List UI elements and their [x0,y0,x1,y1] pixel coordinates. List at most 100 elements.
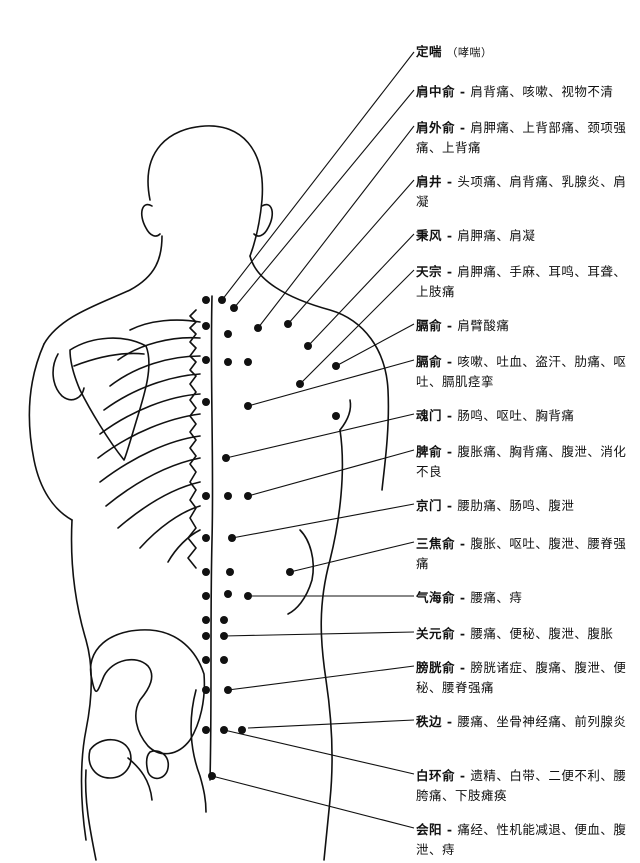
acupoint-dot [202,686,210,694]
acupoint-label: 气海俞 - 腰痛、痔 [416,588,636,608]
point-name: 天宗 [416,264,443,279]
acupoint-dot [226,568,234,576]
acupoint-dot [230,304,238,312]
acupoint-dot [332,412,340,420]
leader-line [287,179,415,325]
acupoint-dot [222,454,230,462]
separator: - [442,444,458,459]
point-indications: 肩胛痛、手麻、耳鸣、耳聋、上肢痛 [416,264,627,299]
leader-line [231,503,415,539]
leader-line [299,269,415,385]
leader-line [289,541,415,573]
acupoint-dot [224,590,232,598]
acupoint-label: 天宗 - 肩胛痛、手麻、耳鸣、耳聋、上肢痛 [416,262,636,302]
acupoint-label: 魂门 - 肠鸣、呕吐、胸背痛 [416,406,636,426]
separator: - [442,174,458,189]
acupoint-dot [202,492,210,500]
point-indications: 肩臂酸痛 [457,318,510,333]
acupoint-dot [244,358,252,366]
ribs [97,319,201,563]
acupoint-dot [202,656,210,664]
acupoint-label: 肩中俞 - 肩背痛、咳嗽、视物不清 [416,82,636,102]
acupoint-dot [220,616,228,624]
point-name: 三焦俞 [416,536,456,551]
point-indications: 咳嗽、吐血、盗汗、肋痛、呕吐、膈肌痉挛 [416,354,627,389]
right-ear [253,203,274,237]
neck-left [43,235,163,345]
point-indications: 腰痛、便秘、腹泄、腹胀 [470,626,614,641]
femur-shaft [84,769,97,861]
acupoint-label: 肩外俞 - 肩胛痛、上背部痛、颈项强痛、上背痛 [416,118,636,158]
point-name: 魂门 [416,408,443,423]
acupoint-dot [202,534,210,542]
right-side [320,429,344,861]
separator: - [442,264,458,279]
acupoint-dot [254,324,262,332]
point-indications: 腰痛、坐骨神经痛、前列腺炎 [457,714,627,729]
leader-line [225,413,415,459]
leader-line [335,323,415,367]
acupoint-dot [332,362,340,370]
point-name: 白环俞 [416,768,456,783]
leader-line [247,719,415,729]
point-indications: 痛经、性机能减退、便血、腹泄、痔 [416,822,627,857]
point-indications: 肩胛痛、肩凝 [457,228,536,243]
point-note: （哮喘） [446,46,493,59]
acupoint-dot [202,592,210,600]
left-arm [28,343,73,521]
acupoint-dot [286,568,294,576]
point-indications: 头项痛、肩背痛、乳腺炎、肩凝 [416,174,627,209]
acupoint-label: 三焦俞 - 腹胀、呕吐、腹泄、腰脊强痛 [416,534,636,574]
point-indications: 腰肋痛、肠鸣、腹泄 [457,498,575,513]
leader-line [221,51,415,301]
point-name: 膈俞 [416,354,443,369]
separator: - [442,318,458,333]
acupoint-dot [202,632,210,640]
left-ear [140,203,161,237]
acupoint-label: 膈俞 - 肩臂酸痛 [416,316,636,336]
leader-line [211,775,415,829]
acupoint-label: 关元俞 - 腰痛、便秘、腹泄、腹胀 [416,624,636,644]
acupoint-dot [202,296,210,304]
acupoint-dot [220,656,228,664]
acupoint-dot [224,358,232,366]
acupoint-dot [202,616,210,624]
point-indications: 膀胱诸症、腹痛、腹泄、便秘、腰脊强痛 [416,660,627,695]
point-name: 肩井 [416,174,443,189]
acupoint-label: 脾俞 - 腹胀痛、胸背痛、腹泄、消化不良 [416,442,636,482]
point-name: 膀胱俞 [416,660,456,675]
leader-line [223,631,415,637]
acupoint-dot [202,398,210,406]
acupoint-dot [224,330,232,338]
obturator [145,750,170,780]
acupoint-label: 白环俞 - 遗精、白带、二便不利、腰胯痛、下肢瘫痪 [416,766,636,806]
acupoint-dot [224,686,232,694]
femur [88,738,132,779]
acupoint-dot [224,492,232,500]
waist-crease [287,529,315,615]
separator: - [442,714,458,729]
acupoint-dot [304,342,312,350]
acupoint-dot [202,726,210,734]
point-name: 膈俞 [416,318,443,333]
point-name: 气海俞 [416,590,456,605]
separator: - [442,498,458,513]
acupoint-dot [208,772,216,780]
point-name: 秉风 [416,228,443,243]
point-indications: 肠鸣、呕吐、胸背痛 [457,408,575,423]
acupoint-dot [228,534,236,542]
leader-line [247,449,415,497]
vertebrae [187,309,197,569]
neck-right [249,255,390,491]
point-indications: 肩胛痛、上背部痛、颈项强痛、上背痛 [416,120,627,155]
point-indications: 腹胀痛、胸背痛、腹泄、消化不良 [416,444,627,479]
acupoint-label: 膀胱俞 - 膀胱诸症、腹痛、腹泄、便秘、腰脊强痛 [416,658,636,698]
point-name: 会阳 [416,822,443,837]
spine-line [209,295,214,781]
acupoint-label: 京门 - 腰肋痛、肠鸣、腹泄 [416,496,636,516]
acupoint-dot [284,320,292,328]
separator: - [442,822,458,837]
separator: - [455,768,471,783]
shoulder-head [52,353,85,401]
